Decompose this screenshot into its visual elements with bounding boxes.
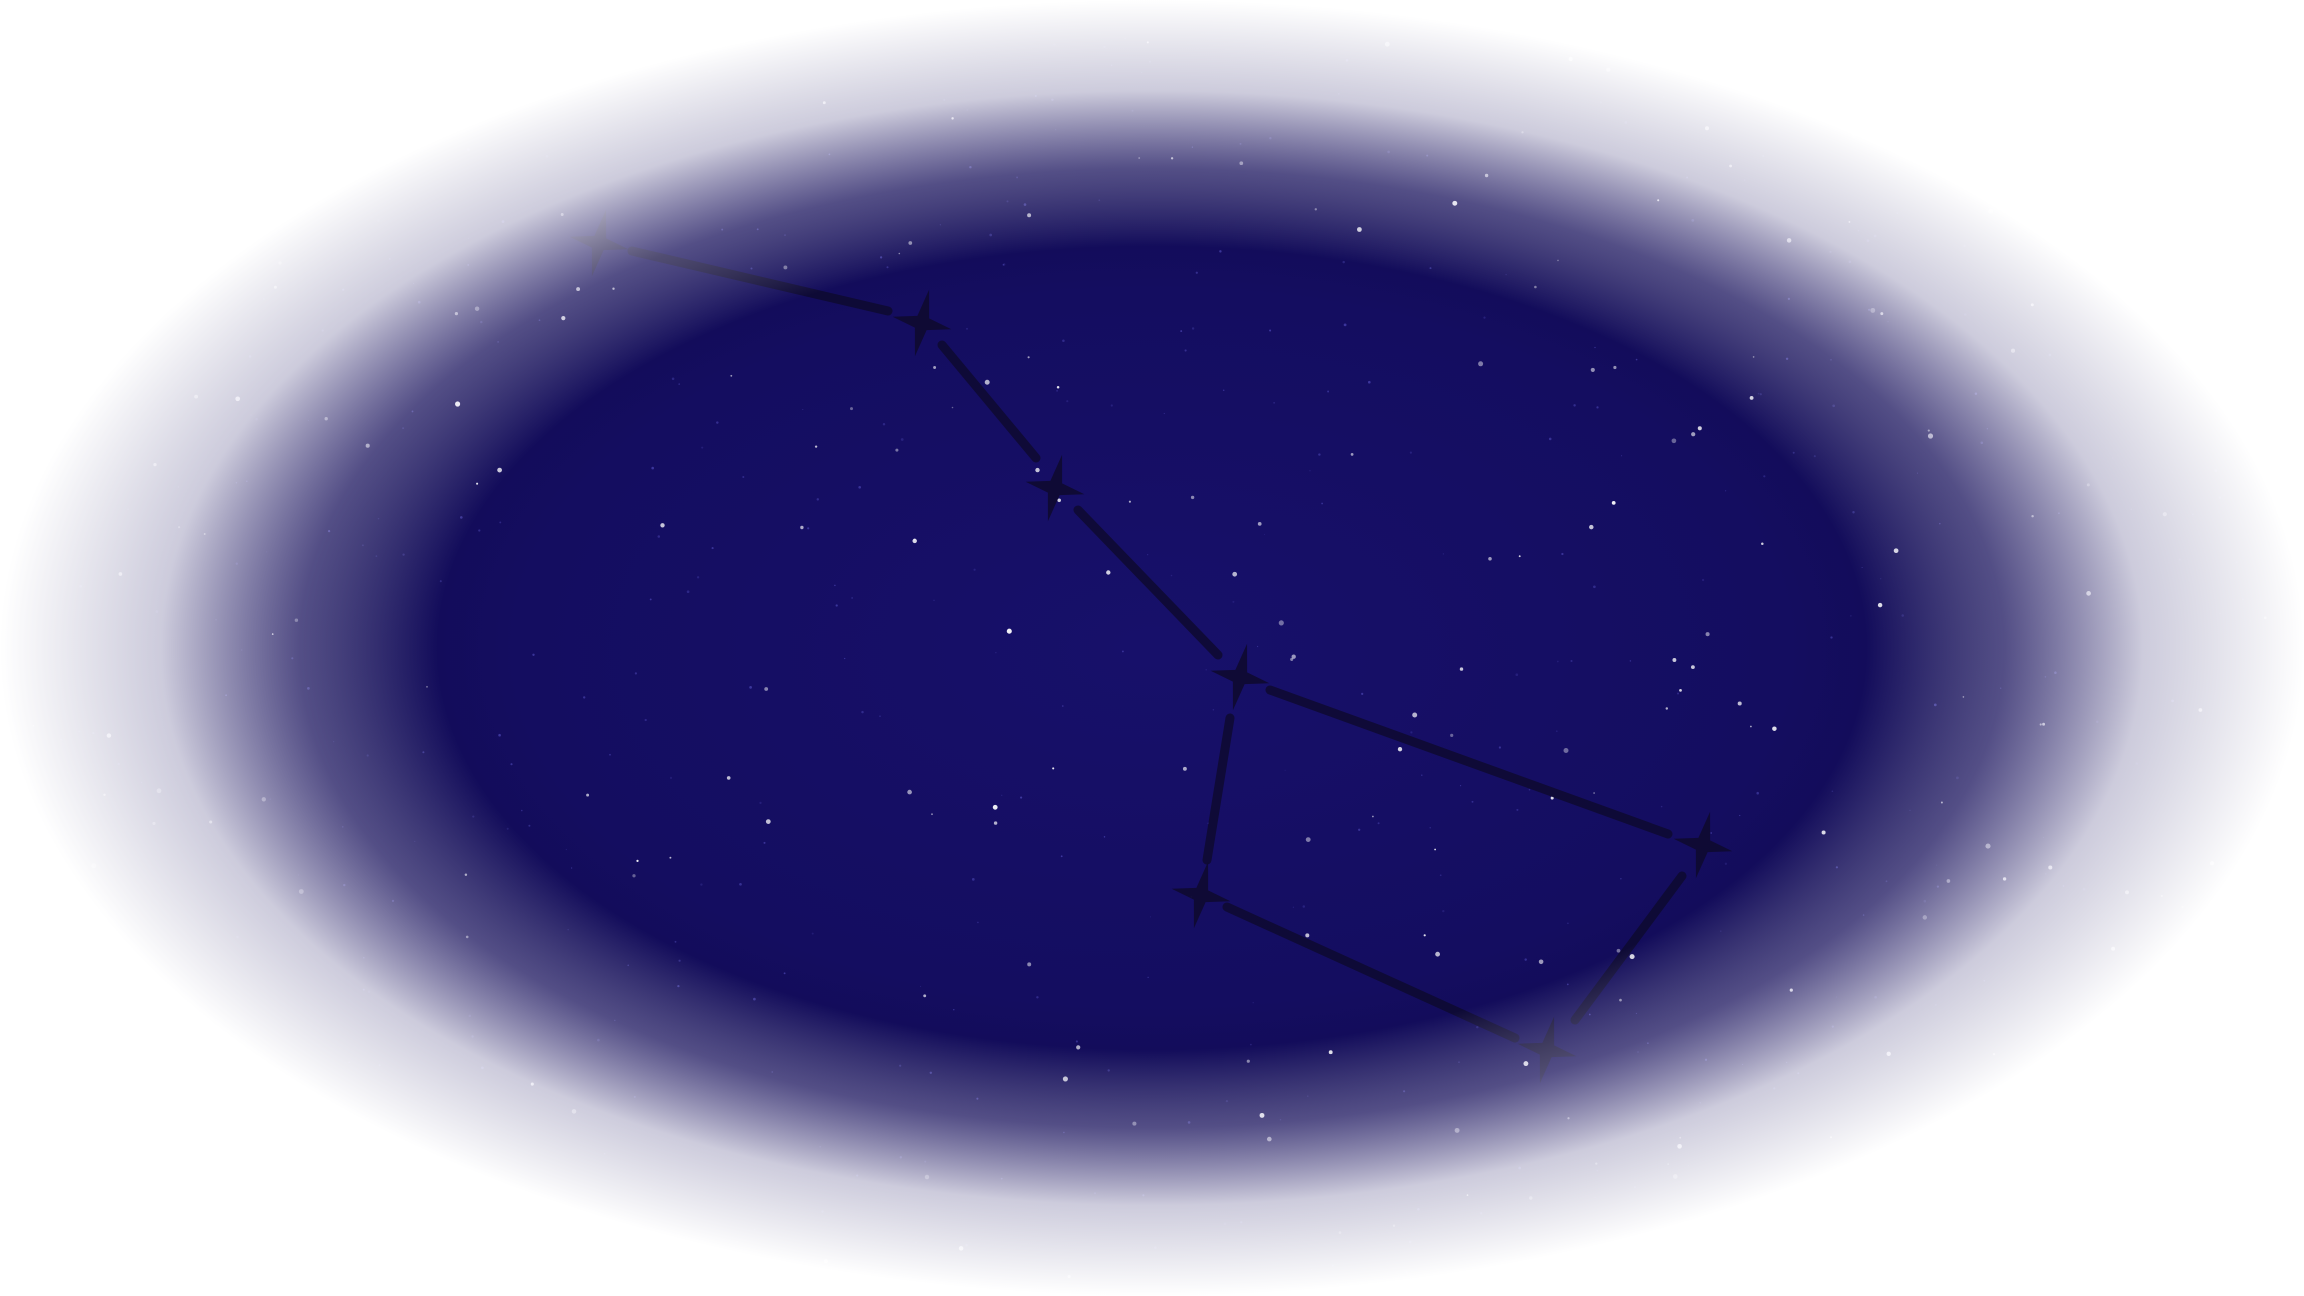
night-sky [0,0,2304,1296]
night-sky-scene [0,0,2304,1296]
edge-glow [0,0,2304,1296]
